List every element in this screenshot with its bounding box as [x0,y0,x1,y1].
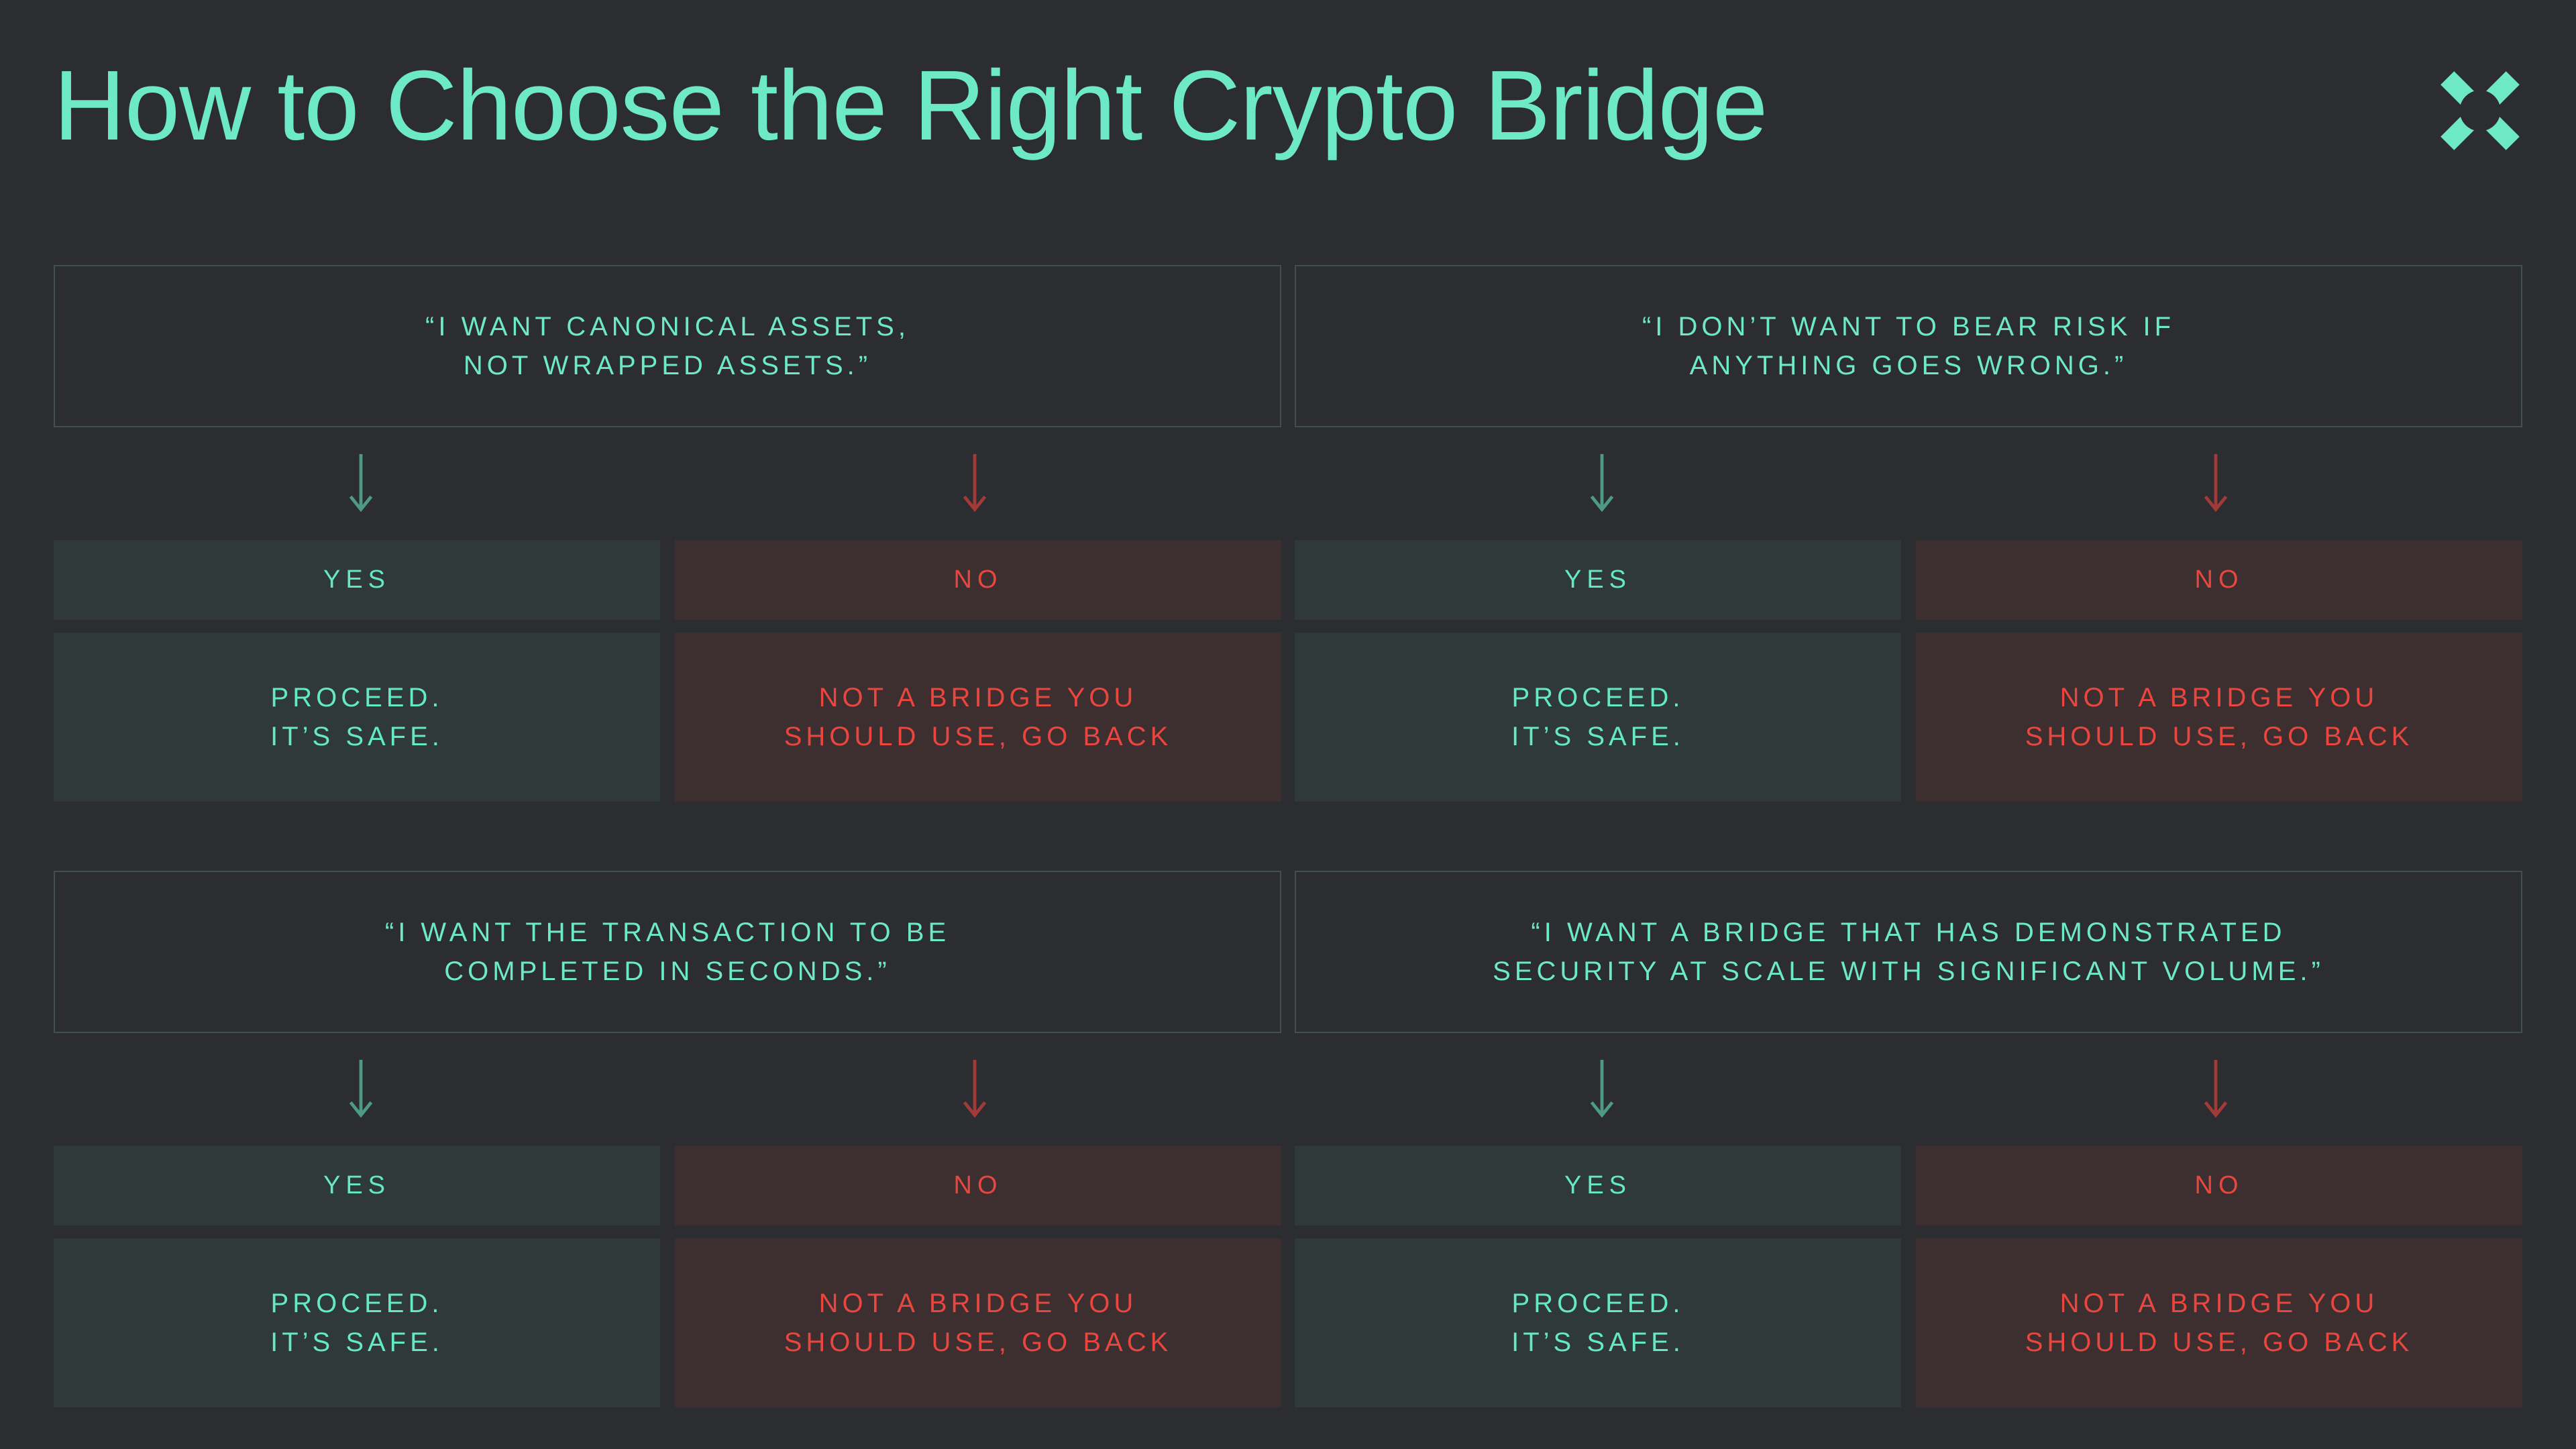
question-line: “I WANT A BRIDGE THAT HAS DEMONSTRATED [1531,918,2286,947]
question-text: “I WANT THE TRANSACTION TO BE COMPLETED … [385,913,950,991]
proceed-outcome-box: PROCEED. IT’S SAFE. [1295,1238,1901,1407]
reject-outcome-box: NOT A BRIDGE YOU SHOULD USE, GO BACK [675,1238,1281,1407]
proceed-text-line: IT’S SAFE. [1511,1328,1684,1357]
reject-text-line: NOT A BRIDGE YOU [2059,683,2379,712]
reject-text-line: NOT A BRIDGE YOU [818,1289,1138,1318]
reject-text-line: NOT A BRIDGE YOU [818,683,1138,712]
arrow-row [1295,1033,2522,1146]
no-arrow-column [667,427,1281,540]
no-box: NO [675,1146,1281,1226]
proceed-text-line: IT’S SAFE. [270,1328,443,1357]
question-text: “I WANT A BRIDGE THAT HAS DEMONSTRATED S… [1493,913,2324,991]
outcome-row: PROCEED. IT’S SAFE. NOT A BRIDGE YOU SHO… [54,633,1281,802]
yes-label: YES [1564,1171,1632,1199]
x-mark-logo-icon [2440,71,2520,150]
question-text: “I DON’T WANT TO BEAR RISK IF ANYTHING G… [1642,307,2175,385]
down-arrow-yes-icon [349,453,372,513]
reject-text-line: NOT A BRIDGE YOU [2059,1289,2379,1318]
yes-arrow-column [1295,427,1909,540]
question-line: “I DON’T WANT TO BEAR RISK IF [1642,312,2176,341]
no-arrow-column [1909,427,2522,540]
proceed-text-line: PROCEED. [270,683,443,712]
arrow-row [1295,427,2522,540]
decision-flow-security-at-scale: “I WANT A BRIDGE THAT HAS DEMONSTRATED S… [1295,871,2522,1407]
question-box: “I WANT A BRIDGE THAT HAS DEMONSTRATED S… [1295,871,2522,1033]
no-box: NO [675,540,1281,620]
proceed-outcome-box: PROCEED. IT’S SAFE. [54,1238,660,1407]
reject-outcome-box: NOT A BRIDGE YOU SHOULD USE, GO BACK [675,633,1281,802]
proceed-text-line: PROCEED. [1511,1289,1684,1318]
down-arrow-yes-icon [1590,453,1613,513]
question-line: “I WANT CANONICAL ASSETS, [425,312,910,341]
outcome-row: PROCEED. IT’S SAFE. NOT A BRIDGE YOU SHO… [1295,1238,2522,1407]
answer-row: YES NO [1295,540,2522,620]
outcome-row: PROCEED. IT’S SAFE. NOT A BRIDGE YOU SHO… [1295,633,2522,802]
yes-arrow-column [54,1033,667,1146]
no-label: NO [2194,566,2244,594]
proceed-outcome-box: PROCEED. IT’S SAFE. [1295,633,1901,802]
down-arrow-yes-icon [1590,1059,1613,1118]
decision-grid: “I WANT CANONICAL ASSETS, NOT WRAPPED AS… [0,265,2576,1407]
question-line: “I WANT THE TRANSACTION TO BE [384,918,951,947]
down-arrow-no-icon [963,453,986,513]
page-title: How to Choose the Right Crypto Bridge [54,50,1768,161]
arrow-row [54,1033,1281,1146]
reject-outcome-box: NOT A BRIDGE YOU SHOULD USE, GO BACK [1916,633,2522,802]
yes-label: YES [1564,566,1632,594]
answer-row: YES NO [1295,1146,2522,1226]
question-line: NOT WRAPPED ASSETS.” [463,351,872,380]
down-arrow-no-icon [2204,453,2227,513]
decision-flow-bear-risk: “I DON’T WANT TO BEAR RISK IF ANYTHING G… [1295,265,2522,802]
no-arrow-column [667,1033,1281,1146]
yes-box: YES [1295,1146,1901,1226]
proceed-outcome-box: PROCEED. IT’S SAFE. [54,633,660,802]
no-box: NO [1916,540,2522,620]
decision-flow-canonical-assets: “I WANT CANONICAL ASSETS, NOT WRAPPED AS… [54,265,1281,802]
no-label: NO [953,1171,1003,1199]
yes-box: YES [54,1146,660,1226]
outcome-row: PROCEED. IT’S SAFE. NOT A BRIDGE YOU SHO… [54,1238,1281,1407]
question-line: COMPLETED IN SECONDS.” [444,957,891,986]
no-box: NO [1916,1146,2522,1226]
reject-outcome-box: NOT A BRIDGE YOU SHOULD USE, GO BACK [1916,1238,2522,1407]
arrow-row [54,427,1281,540]
yes-arrow-column [1295,1033,1909,1146]
proceed-text-line: PROCEED. [270,1289,443,1318]
question-box: “I WANT THE TRANSACTION TO BE COMPLETED … [54,871,1281,1033]
header: How to Choose the Right Crypto Bridge [0,0,2576,160]
down-arrow-yes-icon [349,1059,372,1118]
question-text: “I WANT CANONICAL ASSETS, NOT WRAPPED AS… [425,307,910,385]
proceed-text-line: IT’S SAFE. [1511,722,1684,751]
answer-row: YES NO [54,1146,1281,1226]
down-arrow-no-icon [963,1059,986,1118]
question-line: SECURITY AT SCALE WITH SIGNIFICANT VOLUM… [1493,957,2324,986]
yes-box: YES [1295,540,1901,620]
decision-flow-transaction-speed: “I WANT THE TRANSACTION TO BE COMPLETED … [54,871,1281,1407]
reject-text-line: SHOULD USE, GO BACK [784,1328,1173,1357]
proceed-text-line: IT’S SAFE. [270,722,443,751]
question-line: ANYTHING GOES WRONG.” [1689,351,2128,380]
reject-text-line: SHOULD USE, GO BACK [2025,1328,2414,1357]
yes-box: YES [54,540,660,620]
yes-label: YES [323,1171,391,1199]
reject-text-line: SHOULD USE, GO BACK [2025,722,2414,751]
no-label: NO [2194,1171,2244,1199]
proceed-text-line: PROCEED. [1511,683,1684,712]
yes-label: YES [323,566,391,594]
no-arrow-column [1909,1033,2522,1146]
no-label: NO [953,566,1003,594]
question-box: “I WANT CANONICAL ASSETS, NOT WRAPPED AS… [54,265,1281,427]
question-box: “I DON’T WANT TO BEAR RISK IF ANYTHING G… [1295,265,2522,427]
down-arrow-no-icon [2204,1059,2227,1118]
reject-text-line: SHOULD USE, GO BACK [784,722,1173,751]
yes-arrow-column [54,427,667,540]
answer-row: YES NO [54,540,1281,620]
